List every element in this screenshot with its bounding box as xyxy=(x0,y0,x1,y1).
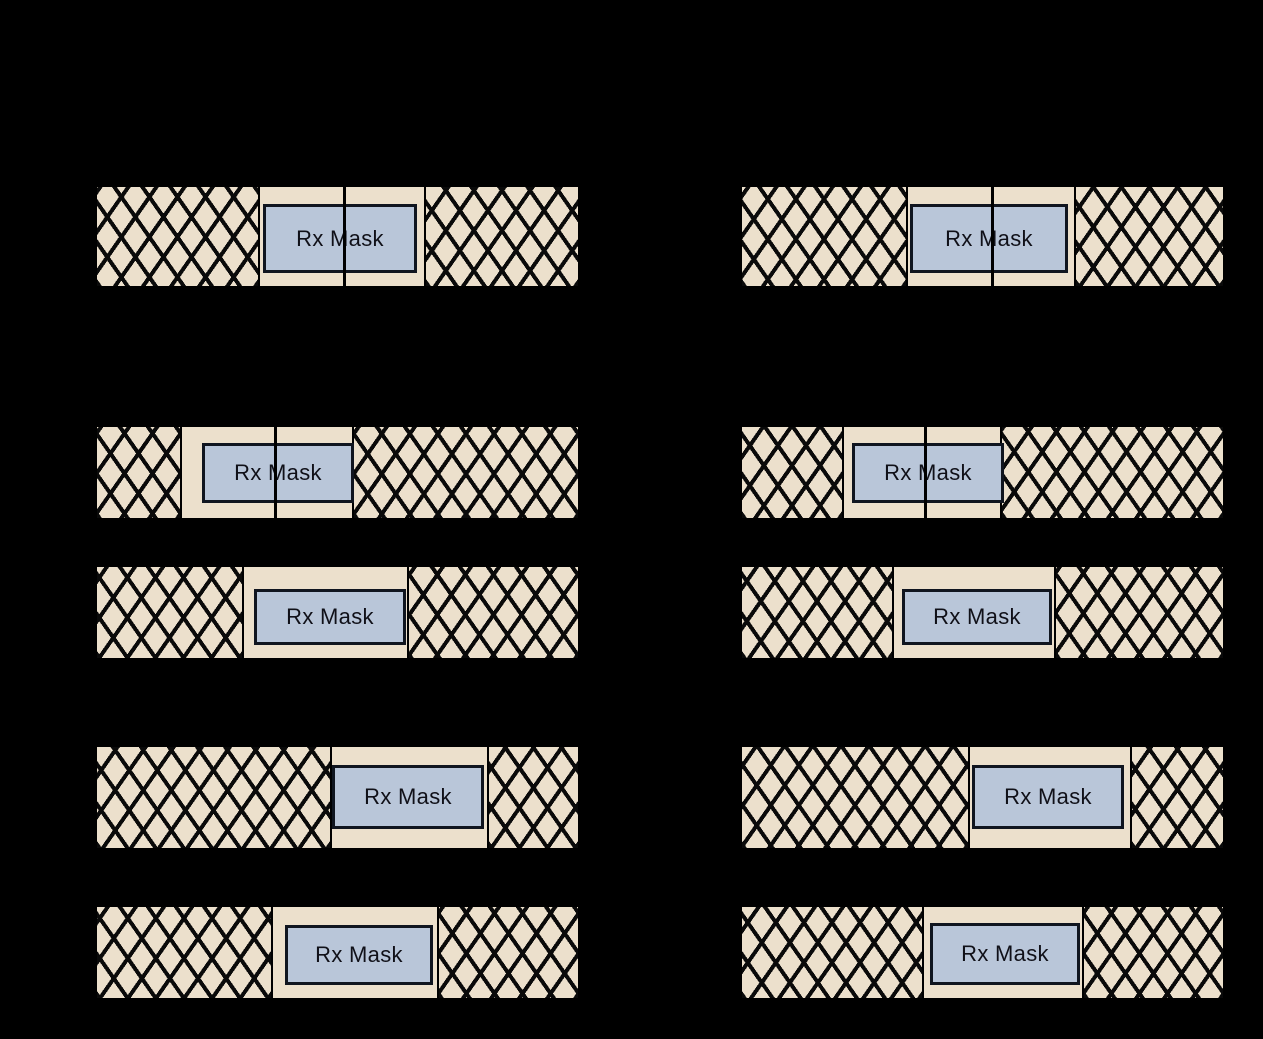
hatch-right-block xyxy=(424,187,578,286)
rx-mask-label: Rx Mask xyxy=(933,604,1021,629)
rx-mask-box: Rx Mask xyxy=(202,443,354,503)
hatch-left-block xyxy=(742,567,894,658)
rx-mask-label: Rx Mask xyxy=(286,604,374,629)
rx-mask-label: Rx Mask xyxy=(961,941,1049,966)
timing-bar-row5-right: Rx Mask xyxy=(740,905,1225,1000)
timing-bar-row1-right: Rx Mask xyxy=(740,185,1225,288)
rx-mask-label: Rx Mask xyxy=(296,225,384,251)
rx-mask-label: Rx Mask xyxy=(945,225,1033,251)
rx-mask-box: Rx Mask xyxy=(263,204,417,273)
hatch-left-block xyxy=(742,747,970,848)
hatch-right-block xyxy=(1074,187,1223,286)
hatch-right-block xyxy=(1082,907,1223,998)
rx-mask-label: Rx Mask xyxy=(1004,784,1092,809)
rx-mask-label: Rx Mask xyxy=(884,460,972,485)
rx-mask-box: Rx Mask xyxy=(852,443,1004,503)
timing-bar-row3-right: Rx Mask xyxy=(740,565,1225,660)
rx-mask-box: Rx Mask xyxy=(254,589,406,645)
rx-mask-box: Rx Mask xyxy=(910,204,1068,273)
hatch-right-block xyxy=(407,567,578,658)
hatch-right-block xyxy=(1000,427,1223,518)
hatch-left-block xyxy=(742,187,908,286)
rx-mask-label: Rx Mask xyxy=(234,460,322,485)
hatch-left-block xyxy=(742,427,844,518)
rx-mask-label: Rx Mask xyxy=(315,942,403,967)
hatch-right-block xyxy=(437,907,578,998)
timing-bar-row4-left: Rx Mask xyxy=(95,745,580,850)
hatch-left-block xyxy=(97,907,273,998)
rx-mask-box: Rx Mask xyxy=(972,765,1124,829)
hatch-left-block xyxy=(97,747,332,848)
hatch-right-block xyxy=(1054,567,1223,658)
hatch-left-block xyxy=(742,907,924,998)
sample-line xyxy=(274,427,277,518)
timing-bar-row2-right: Rx Mask xyxy=(740,425,1225,520)
rx-mask-label: Rx Mask xyxy=(364,784,452,809)
sample-line xyxy=(924,427,927,518)
hatch-left-block xyxy=(97,187,260,286)
hatch-left-block xyxy=(97,567,244,658)
sample-line xyxy=(343,187,346,286)
rx-mask-box: Rx Mask xyxy=(285,925,433,985)
hatch-right-block xyxy=(487,747,578,848)
hatch-left-block xyxy=(97,427,182,518)
timing-bar-row2-left: Rx Mask xyxy=(95,425,580,520)
sample-line xyxy=(991,187,994,286)
timing-bar-row3-left: Rx Mask xyxy=(95,565,580,660)
hatch-right-block xyxy=(1130,747,1223,848)
hatch-right-block xyxy=(352,427,578,518)
rx-mask-box: Rx Mask xyxy=(332,765,484,829)
rx-mask-box: Rx Mask xyxy=(930,923,1080,985)
timing-bar-row4-right: Rx Mask xyxy=(740,745,1225,850)
rx-mask-box: Rx Mask xyxy=(902,589,1052,645)
timing-bar-row5-left: Rx Mask xyxy=(95,905,580,1000)
timing-bar-row1-left: Rx Mask xyxy=(95,185,580,288)
